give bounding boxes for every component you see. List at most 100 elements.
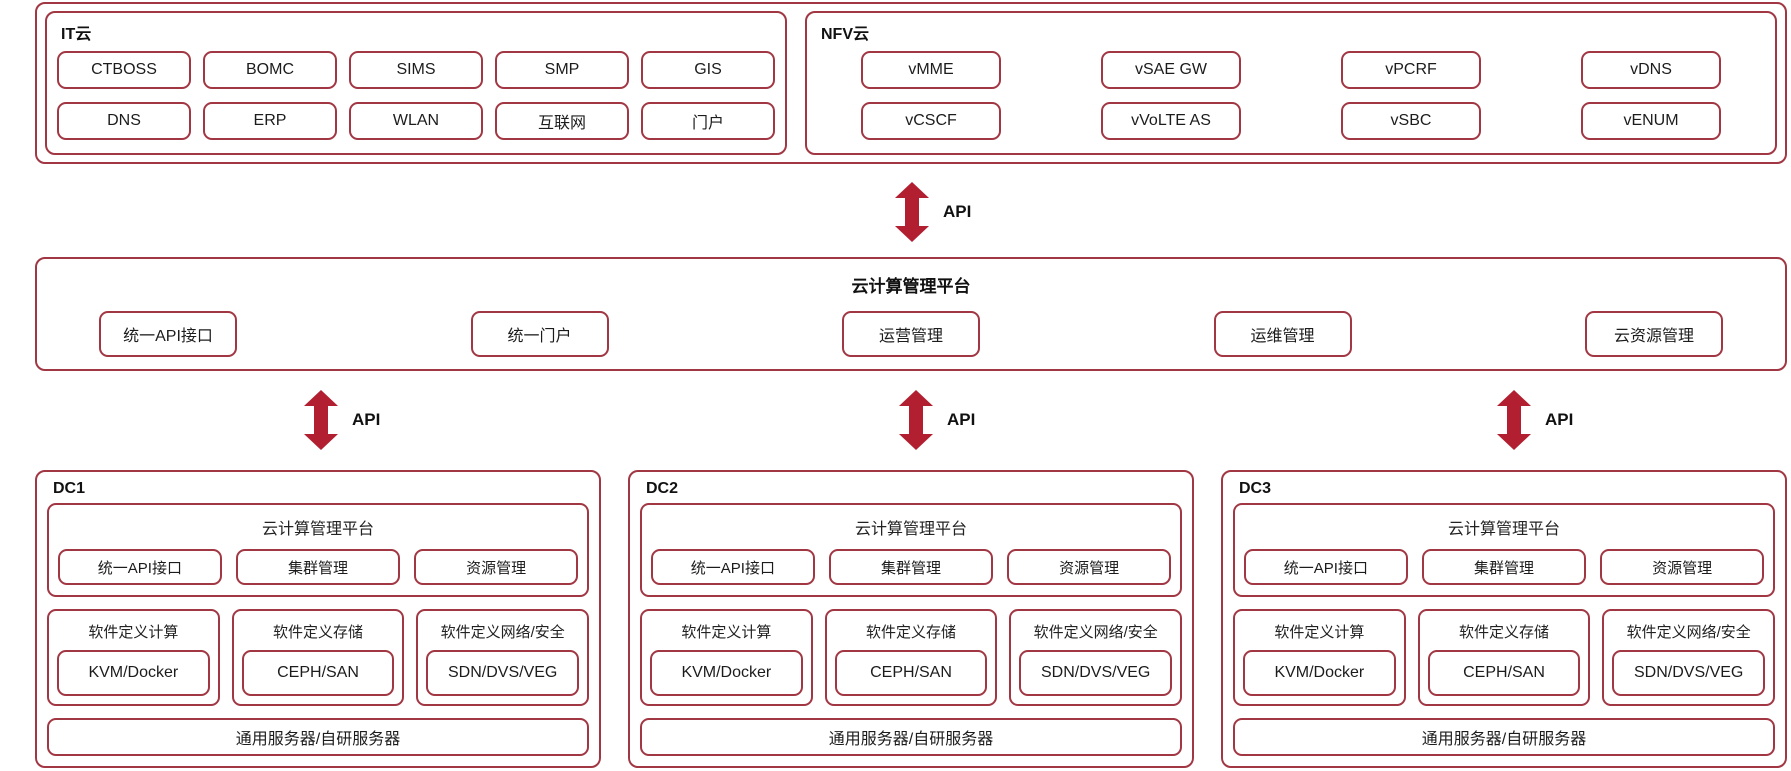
api-label: API	[1545, 410, 1574, 429]
sd-storage-box: 软件定义存储 CEPH/SAN	[231, 609, 405, 706]
dc-sd-row: 软件定义计算 KVM/Docker 软件定义存储 CEPH/SAN 软件定义网络…	[1233, 609, 1776, 706]
nfv-app-box: vVoLTE AS	[1101, 102, 1241, 140]
sd-title: 软件定义存储	[1459, 624, 1550, 641]
dc-sd-row: 软件定义计算 KVM/Docker 软件定义存储 CEPH/SAN 软件定义网络…	[640, 609, 1183, 706]
sd-tech-box: KVM/Docker	[57, 650, 210, 696]
nfv-app-box: vDNS	[1581, 51, 1721, 89]
it-app-box: SMP	[495, 51, 629, 89]
sd-storage-box: 软件定义存储 CEPH/SAN	[824, 609, 998, 706]
sd-title: 软件定义计算	[681, 624, 772, 641]
it-app-box: 互联网	[495, 102, 629, 140]
dc-mgmt-module-box: 资源管理	[414, 549, 578, 585]
platform-title: 云计算管理平台	[851, 277, 971, 296]
it-app-box: CTBOSS	[57, 51, 191, 89]
platform-module-box: 统一API接口	[99, 311, 237, 357]
sd-tech-box: CEPH/SAN	[834, 650, 988, 696]
dc-mgmt-module-box: 统一API接口	[58, 549, 222, 585]
sd-tech-box: CEPH/SAN	[241, 650, 395, 696]
dc-sd-row: 软件定义计算 KVM/Docker 软件定义存储 CEPH/SAN 软件定义网络…	[47, 609, 590, 706]
sd-tech-box: SDN/DVS/VEG	[426, 650, 580, 696]
dc-mgmt-module-box: 资源管理	[1600, 549, 1764, 585]
sd-title: 软件定义网络/安全	[1626, 624, 1751, 641]
api-connector-dc1: API	[304, 390, 380, 450]
dc-mgmt-box: 云计算管理平台 统一API接口 集群管理 资源管理	[1233, 503, 1775, 597]
api-connector-dc2: API	[899, 390, 975, 450]
nfv-app-box: vPCRF	[1341, 51, 1481, 89]
double-arrow-icon	[304, 390, 338, 450]
platform-module-box: 运维管理	[1213, 311, 1352, 357]
dc-server-bar: 通用服务器/自研服务器	[47, 718, 589, 756]
nfv-cloud-title: NFV云	[821, 26, 870, 43]
api-connector-top: API	[895, 182, 971, 242]
it-app-box: GIS	[641, 51, 775, 89]
platform-module-box: 运营管理	[842, 311, 980, 357]
dc-mgmt-title: 云计算管理平台	[854, 521, 967, 538]
nfv-app-box: vENUM	[1581, 102, 1721, 140]
sd-title: 软件定义网络/安全	[440, 624, 565, 641]
it-cloud-grid: CTBOSS BOMC SIMS SMP GIS DNS ERP WLAN 互联…	[57, 51, 775, 140]
it-app-box: ERP	[203, 102, 337, 140]
dc-mgmt-modules: 统一API接口 集群管理 资源管理	[1244, 549, 1764, 585]
dc-server-bar: 通用服务器/自研服务器	[640, 718, 1182, 756]
nfv-app-box: vSAE GW	[1101, 51, 1241, 89]
platform-modules: 统一API接口 统一门户 运营管理 运维管理 云资源管理	[37, 311, 1785, 357]
sd-title: 软件定义计算	[1274, 624, 1365, 641]
double-arrow-icon	[895, 182, 929, 242]
sd-title: 软件定义存储	[273, 624, 364, 641]
dc-server-bar: 通用服务器/自研服务器	[1233, 718, 1775, 756]
sd-network-box: 软件定义网络/安全 SDN/DVS/VEG	[1602, 609, 1776, 706]
sd-title: 软件定义计算	[88, 624, 179, 641]
sd-tech-box: KVM/Docker	[650, 650, 803, 696]
sd-network-box: 软件定义网络/安全 SDN/DVS/VEG	[416, 609, 590, 706]
dc-mgmt-module-box: 集群管理	[236, 549, 400, 585]
it-app-box: BOMC	[203, 51, 337, 89]
dc-name: DC2	[646, 480, 679, 497]
sd-compute-box: 软件定义计算 KVM/Docker	[47, 609, 220, 706]
sd-compute-box: 软件定义计算 KVM/Docker	[1233, 609, 1406, 706]
api-label: API	[947, 410, 976, 429]
dc-mgmt-module-box: 集群管理	[829, 549, 993, 585]
it-cloud-title: IT云	[61, 26, 92, 43]
nfv-app-box: vCSCF	[861, 102, 1001, 140]
dc-mgmt-modules: 统一API接口 集群管理 资源管理	[651, 549, 1171, 585]
nfv-cloud-box: NFV云 vMME vSAE GW vPCRF vDNS vCSCF vVoLT…	[805, 11, 1777, 155]
sd-network-box: 软件定义网络/安全 SDN/DVS/VEG	[1009, 609, 1183, 706]
api-connector-dc3: API	[1497, 390, 1573, 450]
dc-mgmt-module-box: 集群管理	[1422, 549, 1586, 585]
it-app-box: SIMS	[349, 51, 483, 89]
dc-mgmt-box: 云计算管理平台 统一API接口 集群管理 资源管理	[640, 503, 1182, 597]
it-app-box: DNS	[57, 102, 191, 140]
it-app-box: WLAN	[349, 102, 483, 140]
datacenter-row: DC1 云计算管理平台 统一API接口 集群管理 资源管理 软件定义计算 KVM…	[35, 470, 1787, 768]
sd-storage-box: 软件定义存储 CEPH/SAN	[1417, 609, 1591, 706]
clouds-container: IT云 CTBOSS BOMC SIMS SMP GIS DNS ERP WLA…	[35, 2, 1787, 164]
sd-tech-box: SDN/DVS/VEG	[1019, 650, 1173, 696]
dc-mgmt-title: 云计算管理平台	[1447, 521, 1560, 538]
nfv-cloud-grid: vMME vSAE GW vPCRF vDNS vCSCF vVoLTE AS …	[817, 51, 1765, 140]
sd-tech-box: CEPH/SAN	[1427, 650, 1581, 696]
dc-mgmt-module-box: 统一API接口	[651, 549, 815, 585]
sd-compute-box: 软件定义计算 KVM/Docker	[640, 609, 813, 706]
platform-box: 云计算管理平台 统一API接口 统一门户 运营管理 运维管理 云资源管理	[35, 257, 1787, 371]
api-label: API	[352, 410, 381, 429]
dc-mgmt-title: 云计算管理平台	[261, 521, 374, 538]
platform-module-box: 统一门户	[470, 311, 609, 357]
dc-mgmt-box: 云计算管理平台 统一API接口 集群管理 资源管理	[47, 503, 589, 597]
it-app-box: 门户	[641, 102, 775, 140]
nfv-app-box: vSBC	[1341, 102, 1481, 140]
dc-mgmt-module-box: 资源管理	[1007, 549, 1171, 585]
double-arrow-icon	[899, 390, 933, 450]
api-label: API	[943, 202, 972, 221]
sd-tech-box: KVM/Docker	[1243, 650, 1396, 696]
dc-name: DC3	[1239, 480, 1272, 497]
platform-module-box: 云资源管理	[1585, 311, 1723, 357]
dc-name: DC1	[53, 480, 86, 497]
sd-tech-box: SDN/DVS/VEG	[1612, 650, 1766, 696]
dc1-box: DC1 云计算管理平台 统一API接口 集群管理 资源管理 软件定义计算 KVM…	[35, 470, 601, 768]
it-cloud-box: IT云 CTBOSS BOMC SIMS SMP GIS DNS ERP WLA…	[45, 11, 787, 155]
sd-title: 软件定义网络/安全	[1033, 624, 1158, 641]
double-arrow-icon	[1497, 390, 1531, 450]
dc2-box: DC2 云计算管理平台 统一API接口 集群管理 资源管理 软件定义计算 KVM…	[628, 470, 1194, 768]
dc-mgmt-modules: 统一API接口 集群管理 资源管理	[58, 549, 578, 585]
dc-mgmt-module-box: 统一API接口	[1244, 549, 1408, 585]
